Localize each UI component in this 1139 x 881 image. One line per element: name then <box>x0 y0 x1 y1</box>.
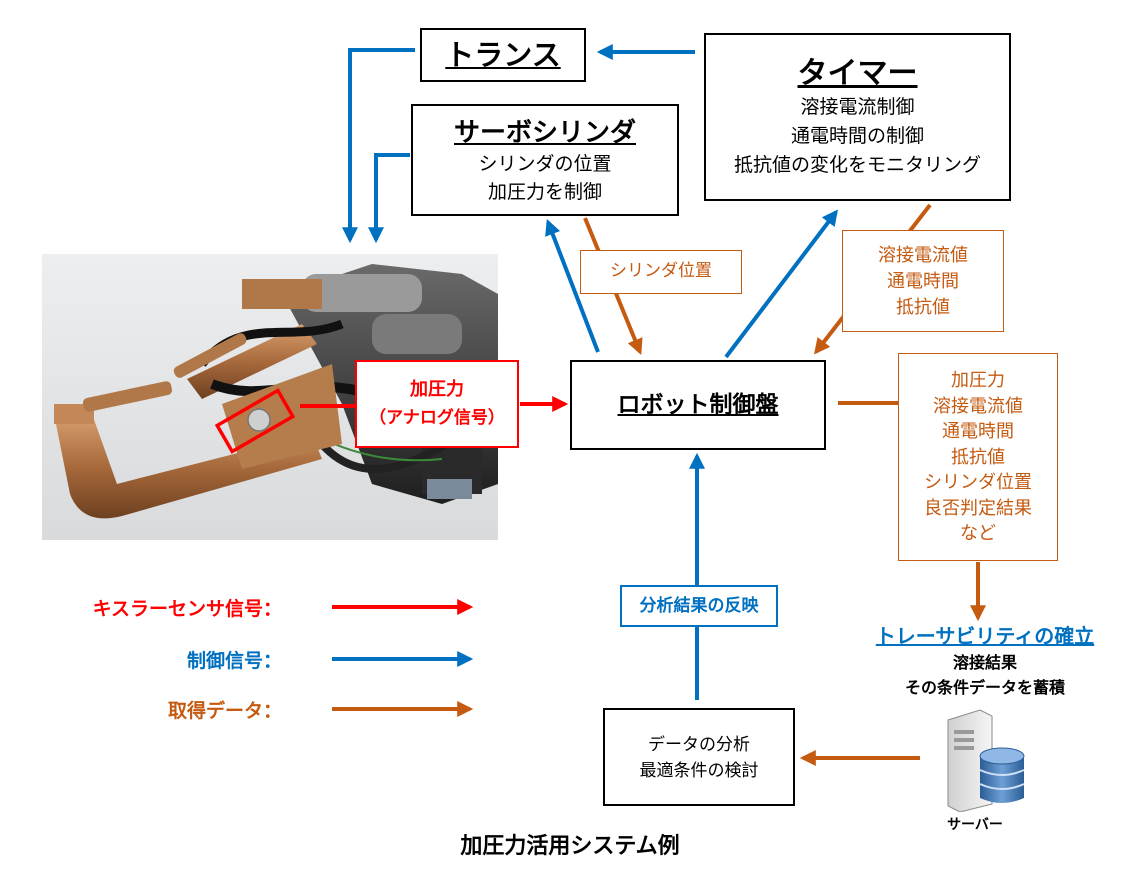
acquired-data-line: など <box>960 523 996 544</box>
traceability-line: その条件データを蓄積 <box>904 678 1065 697</box>
servo-title: サーボシリンダ <box>453 118 636 148</box>
robot-control-panel-box: ロボット制御盤 <box>570 360 826 450</box>
timer-line: 抵抗値の変化をモニタリング <box>733 154 981 176</box>
traceability-title: トレーサビリティの確立 <box>875 624 1095 648</box>
acquired-data-line: シリンダ位置 <box>924 472 1032 493</box>
servo-cylinder-box: サーボシリンダ シリンダの位置 加圧力を制御 <box>411 104 679 216</box>
timer-title: タイマー <box>797 56 918 91</box>
legend-sensor-label: キスラーセンサ信号： <box>92 598 282 620</box>
timer-box: タイマー 溶接電流制御 通電時間の制御 抵抗値の変化をモニタリング <box>704 33 1011 201</box>
server-icon <box>947 709 1025 812</box>
acquired-data-line: 加圧力 <box>951 370 1005 391</box>
legend-control-label: 制御信号： <box>186 650 282 672</box>
legend-data-label: 取得データ： <box>167 700 282 722</box>
timer-line: 溶接電流制御 <box>800 96 915 118</box>
acquired-data-line: 通電時間 <box>942 421 1014 442</box>
analysis-line: 最適条件の検討 <box>639 761 759 781</box>
trans-box: トランス <box>420 28 586 82</box>
cylinder-position-label: シリンダ位置 <box>580 250 742 294</box>
timer-line: 通電時間の制御 <box>790 125 924 147</box>
pressure-signal-box: 加圧力 （アナログ信号） <box>355 360 519 448</box>
traceability-block: トレーサビリティの確立 溶接結果 その条件データを蓄積 <box>850 622 1120 700</box>
timer-data-box: 溶接電流値 通電時間 抵抗値 <box>842 230 1004 332</box>
acquired-data-line: 抵抗値 <box>951 446 1005 468</box>
feedback-label: 分析結果の反映 <box>620 585 778 627</box>
timer-data-line: 通電時間 <box>887 271 959 292</box>
robot-title: ロボット制御盤 <box>617 392 779 418</box>
pressure-signal-line: （アナログ信号） <box>369 408 505 428</box>
servo-line: 加圧力を制御 <box>487 181 602 203</box>
acquired-data-line: 良否判定結果 <box>924 497 1032 519</box>
traceability-line: 溶接結果 <box>952 653 1017 672</box>
trans-title: トランス <box>445 38 561 72</box>
analysis-box: データの分析 最適条件の検討 <box>603 708 795 806</box>
pressure-signal-line: 加圧力 <box>410 379 464 400</box>
caption: 加圧力活用システム例 <box>460 834 680 859</box>
acquired-data-box: 加圧力 溶接電流値 通電時間 抵抗値 シリンダ位置 良否判定結果 など <box>898 353 1058 561</box>
server-label: サーバー <box>947 817 1003 833</box>
timer-data-line: 溶接電流値 <box>878 245 968 266</box>
analysis-line: データの分析 <box>648 735 750 755</box>
acquired-data-line: 溶接電流値 <box>933 395 1023 417</box>
timer-data-line: 抵抗値 <box>896 297 950 318</box>
sensor-highlight <box>214 388 296 454</box>
servo-line: シリンダの位置 <box>478 153 612 175</box>
